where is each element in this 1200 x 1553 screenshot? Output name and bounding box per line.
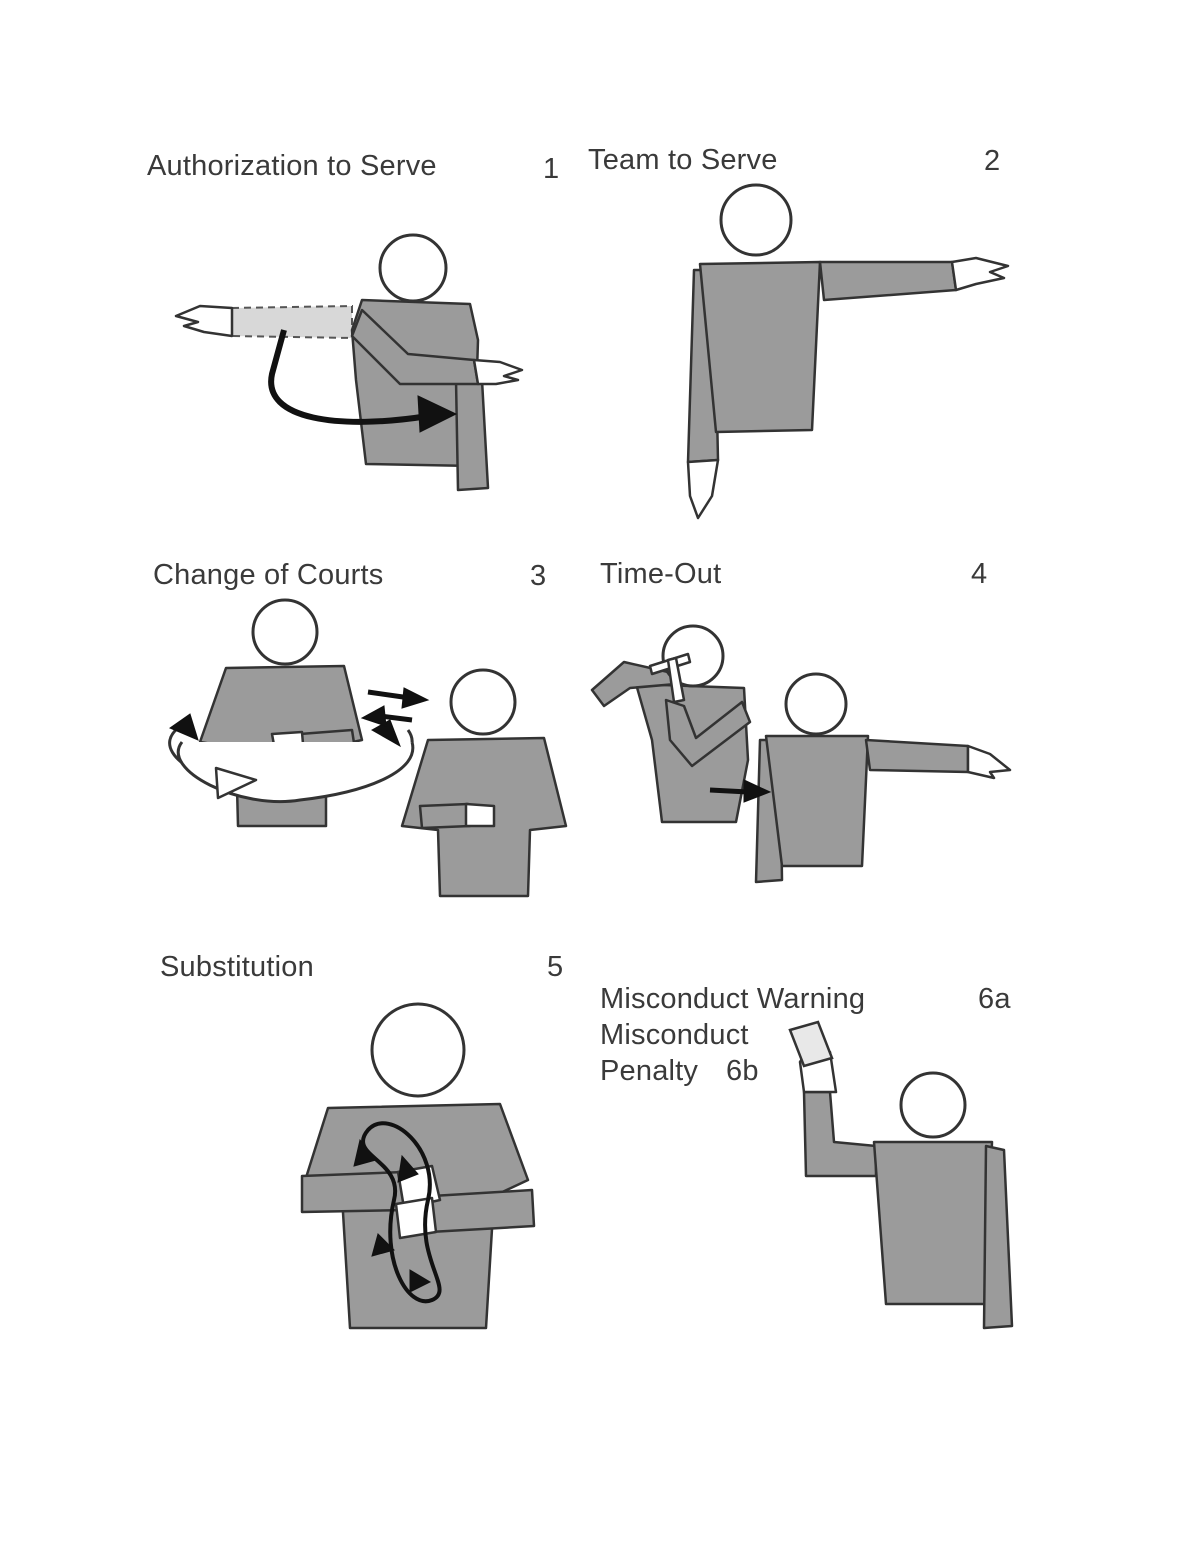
signal-6b-title-line2: Penalty [600,1055,699,1087]
signal-3-title: Change of Courts [153,559,384,591]
signal-6b-number: 6b [726,1055,759,1087]
rotation-arrowhead-lower-icon [371,1233,395,1257]
raised-arm [802,1090,878,1178]
hanging-hand [686,458,720,520]
head [370,1002,466,1098]
head-a [251,598,319,666]
signal-5-number: 5 [547,951,564,983]
motion-arrow-icon [268,329,429,425]
bent-arm-a [664,698,752,768]
small-arrowhead-right [401,687,430,709]
serve-hand [472,358,524,386]
head [378,233,448,303]
small-arrowhead-left [360,705,387,727]
rotation-arrow-icon [168,713,199,741]
rotation-arrowhead-icon [214,766,258,800]
torso [872,1140,994,1306]
head [719,183,793,257]
signal-6b-title-line1: Misconduct [600,1019,749,1051]
arrowhead-icon [417,395,458,433]
pointing-hand [950,256,1010,292]
signal-3-number: 3 [530,560,547,592]
signal-1-title: Authorization to Serve [147,150,437,182]
torso [698,260,822,434]
rotation-arrow-right-icon [370,719,401,748]
arrow-icon [709,787,749,795]
head-b [784,672,848,736]
signal-5-title: Substitution [160,951,314,983]
fist-b [464,802,496,828]
rotation-arrowhead-top-icon [353,1138,377,1167]
rotation-arrowhead-mid-icon [397,1154,419,1183]
signal-2-number: 2 [984,145,1001,177]
torso-b [764,734,870,868]
signal-4-number: 4 [971,558,988,590]
head [899,1071,967,1139]
head-b [449,668,517,736]
signal-6a-title: Misconduct Warning [600,983,866,1015]
signal-1-number: 1 [543,153,560,185]
signal-4-title: Time-Out [600,558,722,590]
rotation-arrowhead-bottom-icon [409,1269,432,1293]
signal-6a-number: 6a [978,983,1011,1015]
hanging-arm [982,1144,1014,1330]
signal-2-title: Team to Serve [588,144,778,176]
ghost-hand [174,304,234,338]
pointing-hand-b [966,744,1012,780]
arrowhead-icon [743,779,772,803]
card-icon [788,1020,834,1068]
t-hand-vertical [666,656,686,704]
